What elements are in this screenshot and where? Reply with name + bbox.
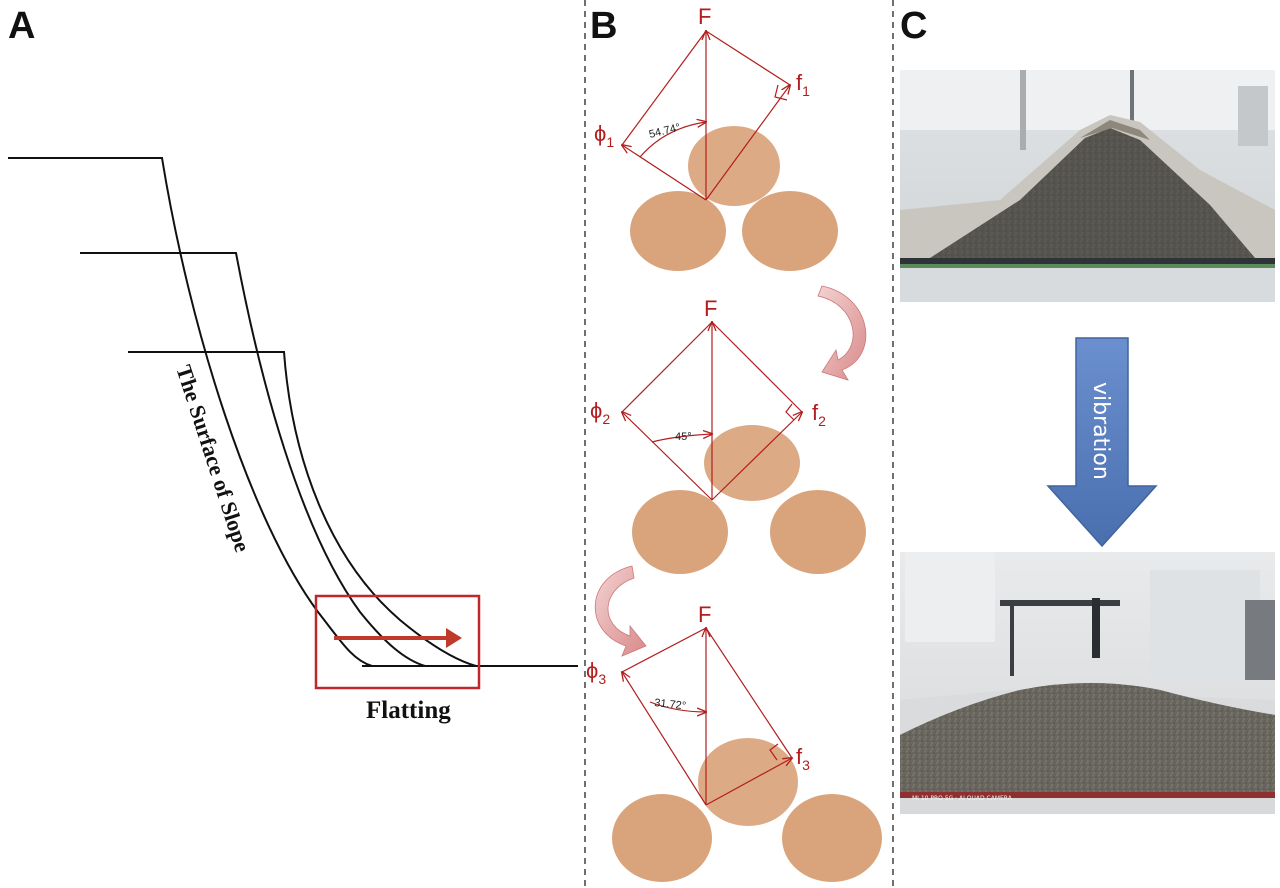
camera-watermark: MI 10 PRO 5G · AI QUAD CAMERA [912, 795, 1013, 802]
f-vector [711, 412, 802, 501]
flatting-arrow-head [446, 628, 462, 648]
right-angle-mark [769, 743, 779, 761]
parallelogram-edge [621, 321, 713, 413]
parallelogram-edge [705, 627, 793, 759]
phi-vector [622, 672, 707, 806]
angle-label: 54.74° [648, 122, 682, 141]
angle-label: 45° [675, 431, 692, 443]
flatting-label: Flatting [366, 697, 451, 724]
angle-label: 31.72° [654, 697, 687, 712]
curved-arrow-2 [594, 565, 647, 657]
force-label: F [698, 4, 711, 29]
photo-before-vibration [900, 70, 1275, 302]
force-label: F [704, 296, 717, 321]
slope-profile-3 [128, 351, 477, 667]
force-diagram-3: 31.72° F ϕ3 f3 [586, 602, 882, 882]
angle-arc [651, 434, 712, 443]
particle-top [704, 425, 800, 501]
panel-label-c: C [900, 5, 927, 47]
slope-profiles [8, 157, 578, 667]
particle-bottom-right [770, 490, 866, 574]
parallelogram-edge [711, 321, 803, 413]
phi-vector [622, 412, 713, 501]
phi-label: ϕ3 [586, 658, 606, 687]
slope-surface-label: The Surface of Slope [171, 362, 255, 555]
particle-top [688, 126, 780, 206]
f-vector [705, 85, 790, 201]
f-label: f2 [812, 400, 826, 429]
f-label: f3 [796, 744, 810, 773]
particle-bottom-left [630, 191, 726, 271]
curved-arrow-1 [817, 285, 867, 381]
f-vector [705, 758, 792, 806]
force-diagram-1: 54.74° F ϕ1 f1 [594, 4, 838, 271]
parallelogram-edge [621, 627, 707, 673]
phi-vector [622, 145, 707, 201]
vibration-label: vibration [1088, 382, 1113, 480]
vibration-arrow [1046, 337, 1158, 548]
slope-profile-2 [80, 252, 426, 667]
phi-label: ϕ1 [594, 121, 614, 150]
flatting-highlight-box [314, 594, 481, 690]
right-angle-mark [785, 403, 795, 421]
f-label: f1 [796, 70, 810, 99]
angle-arc [649, 701, 706, 712]
parallelogram-edge [621, 30, 707, 146]
force-diagram-2: 45° F ϕ2 f2 [590, 296, 866, 574]
particle-bottom-right [782, 794, 882, 882]
parallelogram-edge [705, 30, 791, 86]
particle-bottom-left [612, 794, 712, 882]
force-label: F [698, 602, 711, 627]
phi-label: ϕ2 [590, 398, 610, 427]
panel-label-a: A [8, 5, 35, 47]
particle-bottom-right [742, 191, 838, 271]
particle-bottom-left [632, 490, 728, 574]
photo-after-vibration [900, 552, 1275, 814]
angle-arc [639, 122, 706, 158]
right-angle-mark [774, 84, 788, 101]
panel-label-b: B [590, 5, 617, 47]
